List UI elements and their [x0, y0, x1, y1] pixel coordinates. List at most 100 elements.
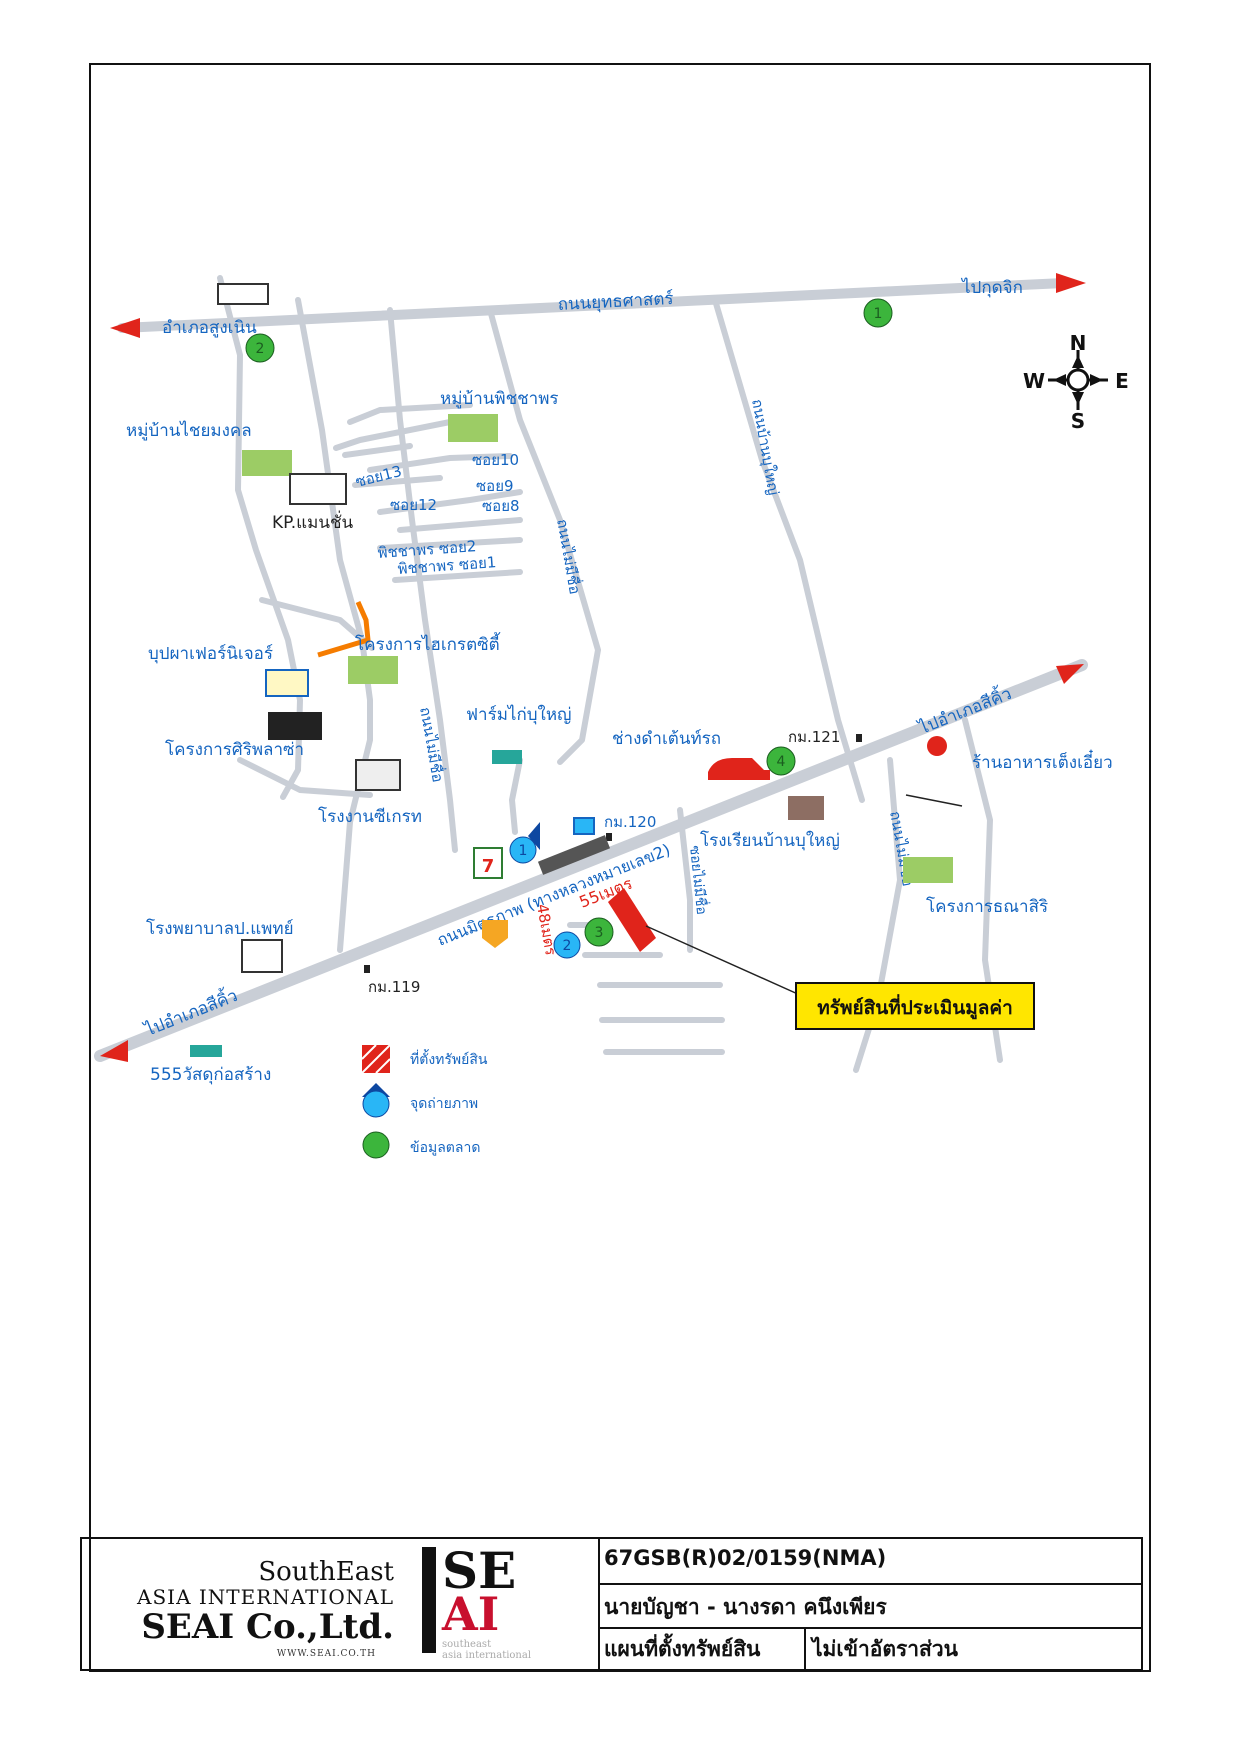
label-chicken-farm: ฟาร์มไก่บุใหญ่: [466, 704, 572, 725]
label-kp-mansion: KP.แมนชั่น: [272, 510, 353, 533]
compass-rose: N S E W: [1023, 331, 1129, 433]
label-restaurant: ร้านอาหารเต็งเอี๋ยว: [972, 749, 1113, 773]
doc-title-row: แผนที่ตั้งทรัพย์สิน ไม่เข้าอัตราส่วน: [600, 1629, 1142, 1669]
label-zeegrete: โรงงานซีเกรท: [318, 806, 422, 827]
road-ban-bu-yai: [712, 297, 865, 803]
soi-10: [367, 453, 513, 473]
label-school: โรงเรียนบ้านบุใหญ่: [700, 830, 840, 851]
road-farm: [509, 757, 523, 835]
seven-eleven-icon: 7: [473, 847, 503, 879]
legend-photo-label: จุดถ่ายภาพ: [410, 1096, 478, 1112]
road-mai-mi-chue-1: [387, 307, 458, 853]
document-info: 67GSB(R)02/0159(NMA) นายบัญชา - นางรดา ค…: [598, 1539, 1142, 1669]
soi-8: [397, 517, 523, 533]
village-icon: [242, 414, 953, 883]
legend-property-label: ที่ตั้งทรัพย์สิน: [410, 1049, 488, 1068]
road-mittraphap: [94, 659, 1088, 1062]
label-mb-phitchaphon: หมู่บ้านพิชชาพร: [440, 389, 559, 409]
landmark-km120-icon: [573, 817, 595, 835]
label-siri-plaza: โครงการศิริพลาซ่า: [165, 739, 304, 760]
label-construction: 555วัสดุก่อสร้าง: [150, 1065, 271, 1085]
compass-e: E: [1115, 369, 1129, 393]
photo-point-2-num: 2: [563, 938, 572, 954]
pedestrian-bridge-icon: [537, 835, 611, 875]
logo-sub: southeast asia international: [442, 1639, 531, 1661]
logo-bar: [422, 1547, 436, 1653]
subject-label-box: [795, 982, 1035, 1030]
title-block: SouthEast ASIA INTERNATIONAL SEAI Co.,Lt…: [80, 1537, 1143, 1671]
label-km119: กม.119: [368, 978, 420, 996]
label-to-sungnoen: อำเภอสูงเนิน: [162, 318, 257, 338]
legend: ที่ตั้งทรัพย์สิน จุดถ่ายภาพ ข้อมูลตลาด: [361, 1044, 488, 1159]
logo-sub-2: asia international: [442, 1650, 532, 1661]
soi-phitchaphon-1: [392, 569, 523, 583]
scale-note: ไม่เข้าอัตราส่วน: [804, 1629, 958, 1669]
owner-name: นายบัญชา - นางรดา คนึงเพียร: [600, 1585, 1142, 1629]
company-logo: SE AI southeast asia international: [422, 1541, 582, 1665]
label-car-paint: ช่างดำเต้นท์รถ: [612, 729, 721, 749]
road-mai-mi-chue-2: [487, 307, 601, 765]
label-mb-chaimongkhon: หมู่บ้านไชยมงคล: [126, 420, 252, 441]
compass-n: N: [1070, 331, 1087, 355]
market-marker-2: [245, 333, 275, 363]
company-line2: ASIA INTERNATIONAL: [137, 1585, 394, 1609]
compass-s: S: [1071, 409, 1085, 433]
road-siri-2: [237, 757, 373, 798]
label-soi10: ซอย10: [472, 451, 519, 469]
company-line1: SouthEast: [258, 1557, 394, 1587]
company-name: SEAI Co.,Ltd.: [141, 1607, 394, 1647]
road-soi-mai-mi-chue: [677, 807, 693, 953]
label-km121: กม.121: [788, 728, 840, 746]
label-to-kudjik: ไปกุดจิก: [960, 277, 1023, 298]
ref-number: 67GSB(R)02/0159(NMA): [600, 1539, 1142, 1585]
company-url: WWW.SEAI.CO.TH: [276, 1649, 376, 1659]
photo-point-2: [553, 931, 581, 959]
label-to-sikhio-ne: ไปอำเภอสีคิ้ว: [913, 681, 1014, 739]
logo-ai: AI: [442, 1587, 500, 1641]
soi-phitchaphon-2: [377, 537, 523, 551]
label-hi-great-city: โครงการไฮเกรตซิตี้: [355, 632, 501, 655]
svg-text:7: 7: [482, 856, 495, 877]
market-marker-3: [584, 917, 614, 947]
photo-point-1-direction: [528, 822, 540, 850]
orange-access-road: [317, 600, 371, 658]
road-yuttasart: [117, 278, 1069, 333]
market-marker-1-num: 1: [874, 306, 883, 322]
market-marker-4-num: 4: [777, 754, 786, 770]
legend-photo-icon: [362, 1090, 390, 1118]
restaurant-icon: [927, 736, 947, 756]
subject-property: [608, 888, 656, 952]
road-west: [295, 297, 373, 953]
photo-point-1-num: 1: [519, 843, 528, 859]
subject-pointer-line: [645, 925, 801, 996]
market-marker-1: [863, 298, 893, 328]
legend-market-label: ข้อมูลตลาด: [410, 1140, 480, 1156]
label-buppha-furniture: บุปผาเฟอร์นิเจอร์: [148, 644, 273, 664]
label-soi12: ซอย12: [390, 496, 437, 514]
map-frame: [89, 63, 1151, 1672]
market-marker-4: [766, 746, 796, 776]
road-left-lane: [217, 275, 303, 800]
logo-sub-1: southeast: [442, 1639, 492, 1650]
label-hospital: โรงพยาบาลป.แพทย์: [146, 918, 294, 939]
label-mai-mi-chue-1: ถนนไม่มีชื่อ: [553, 517, 586, 595]
label-soi9: ซอย9: [476, 477, 514, 495]
soi-a: [342, 443, 413, 458]
subject-label: ทรัพย์สินที่ประเมินมูลค่า: [817, 994, 1013, 1020]
label-km120: กม.120: [604, 813, 656, 831]
label-thanasiri: โครงการธณาสิริ: [926, 896, 1048, 917]
road-siri: [259, 597, 375, 651]
soi-top: [347, 402, 473, 425]
soi-b: [352, 475, 443, 488]
km-post-icon: [364, 734, 862, 973]
soi-12: [377, 489, 523, 515]
doc-title: แผนที่ตั้งทรัพย์สิน: [604, 1637, 761, 1661]
gas-station-icon: [482, 920, 508, 948]
arrow-east-kudjik: [1056, 273, 1086, 293]
market-marker-2-num: 2: [256, 341, 265, 357]
logo-se: SE: [442, 1541, 517, 1600]
label-yuttasart: ถนนยุทธศาสตร์: [557, 289, 674, 315]
building-icon: [190, 283, 824, 1057]
soi-13: [333, 417, 463, 451]
